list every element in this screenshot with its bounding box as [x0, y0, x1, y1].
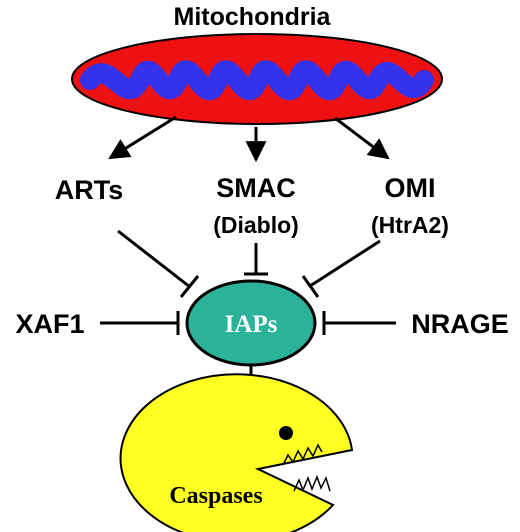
- htra2-label: (HtrA2): [371, 212, 449, 238]
- smac-inhibition-line: [244, 243, 268, 276]
- arts-label: ARTs: [55, 175, 124, 205]
- nrage-inhibition-line: [322, 311, 396, 335]
- nrage-label: NRAGE: [411, 309, 509, 339]
- arrow-to-arts: [108, 115, 177, 160]
- arrow-to-omi: [334, 116, 390, 160]
- omi-inhibition-line: [301, 239, 381, 298]
- xaf1-label: XAF1: [15, 309, 84, 339]
- omi-label: OMI: [385, 173, 436, 203]
- iaps-node: [185, 279, 317, 367]
- smac-label: SMAC: [216, 173, 296, 203]
- mitochondria-title: Mitochondria: [174, 3, 332, 31]
- caspases-label: Caspases: [169, 483, 262, 509]
- caspases-pacman-icon: [119, 373, 354, 532]
- diablo-label: (Diablo): [213, 212, 299, 238]
- mitochondrion-icon: [71, 33, 443, 125]
- xaf1-inhibition-line: [100, 311, 180, 335]
- iaps-label: IAPs: [225, 311, 278, 338]
- arts-inhibition-line: [117, 229, 200, 298]
